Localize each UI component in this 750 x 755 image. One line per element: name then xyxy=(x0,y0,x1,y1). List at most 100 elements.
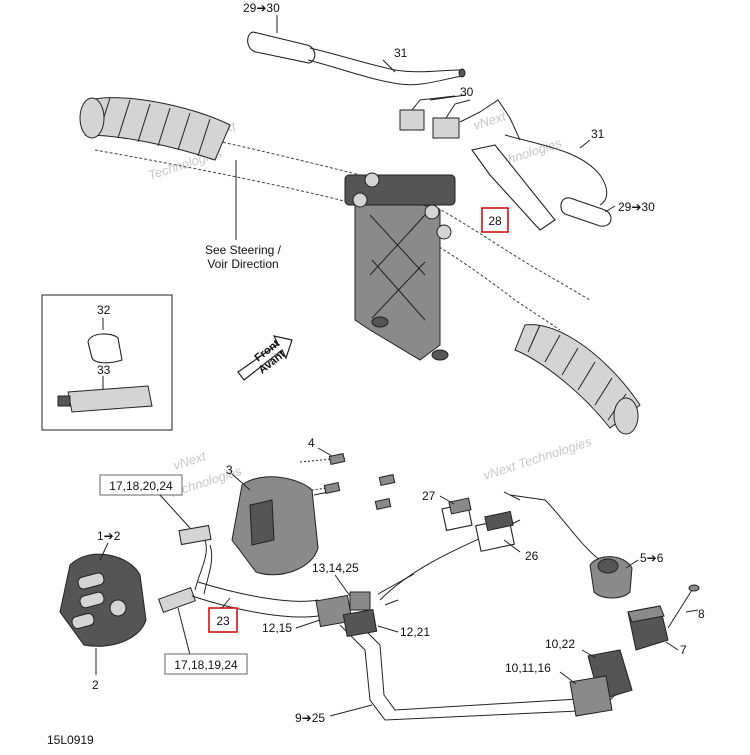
switch-connectors xyxy=(157,524,213,614)
box-17-18-20-24 xyxy=(99,474,183,496)
watermark-right-vnext: vNext xyxy=(471,108,509,133)
label-2: 2 xyxy=(92,678,99,692)
switch-knob xyxy=(109,599,127,617)
label-17-18-19-24: 17,18,19,24 xyxy=(174,658,238,672)
screw-axis-a xyxy=(299,458,333,463)
leader-4 xyxy=(317,447,333,457)
highlight-box-23 xyxy=(208,607,238,633)
leader-27 xyxy=(439,495,455,505)
heater-wire-31-right xyxy=(504,134,608,206)
label-30: 30 xyxy=(460,85,474,99)
leader-7 xyxy=(665,641,679,651)
heater-wire-end xyxy=(458,68,466,78)
label-1-2: 1➔2 xyxy=(97,529,121,543)
label-28: 28 xyxy=(488,214,502,228)
label-3: 3 xyxy=(226,463,233,477)
connector-26-top xyxy=(484,510,514,532)
handlebar-tube-bottom xyxy=(94,149,561,331)
heater-element-right xyxy=(471,134,616,231)
right-grip-end xyxy=(613,397,639,435)
connector-set-30 xyxy=(399,94,521,141)
leader-13-14-25 xyxy=(334,574,351,597)
label-31-top: 31 xyxy=(394,46,408,60)
label-10-11-16: 10,11,16 xyxy=(505,661,551,675)
part-33-tube xyxy=(67,385,153,413)
part-7-top xyxy=(627,605,665,623)
leader-17-18-19-24 xyxy=(177,607,191,656)
screw-4-a xyxy=(328,453,346,465)
switch-5-6-knob xyxy=(597,558,619,574)
heater-wire-top-a xyxy=(309,47,461,73)
switch-button-a xyxy=(77,572,105,590)
leader-arrow-12-21 xyxy=(384,599,399,606)
leader-9-25 xyxy=(329,704,373,717)
label-7: 7 xyxy=(680,643,687,657)
part-33-cap xyxy=(57,395,71,407)
watermark-mid-vnext: vNext xyxy=(171,448,209,473)
part-32-clip xyxy=(87,333,123,364)
label-32: 32 xyxy=(97,303,111,317)
part-7-block xyxy=(627,605,679,651)
inset-box-32-33 xyxy=(41,294,173,431)
heater-element-top xyxy=(247,31,316,64)
heater-wire-top-b xyxy=(307,59,463,86)
pin-8-head xyxy=(688,584,700,592)
connector-27-top xyxy=(448,497,472,515)
label-29-30-top: 29➔30 xyxy=(243,1,280,15)
switch-5-6 xyxy=(589,556,639,599)
box-17-18-19-24 xyxy=(164,653,248,675)
connector-17-18-20-24 xyxy=(178,524,212,546)
module-10-11-16 xyxy=(569,675,613,717)
screw-4-c xyxy=(378,474,396,486)
label-5-6: 5➔6 xyxy=(640,551,664,565)
leader-17-18-20-24 xyxy=(159,494,191,529)
left-switch-assembly xyxy=(59,542,147,675)
pin-8 xyxy=(667,584,700,629)
leader-12-15 xyxy=(295,619,321,629)
heater-element-29-30-right xyxy=(560,197,612,227)
harness-branch-to-5-6 xyxy=(509,494,601,561)
label-9-25: 9➔25 xyxy=(295,711,325,725)
label-8: 8 xyxy=(698,607,705,621)
harness-wire-upper xyxy=(197,581,319,602)
diagram-code: 15L0919 xyxy=(47,733,94,747)
label-13-14-25: 13,14,25 xyxy=(312,561,359,575)
see-steering-text-2: Voir Direction xyxy=(207,257,278,271)
label-31-right: 31 xyxy=(591,127,605,141)
front-arrow-shape xyxy=(237,335,293,381)
label-26: 26 xyxy=(525,549,539,563)
leader-3 xyxy=(231,473,251,491)
screws-4 xyxy=(299,447,396,510)
label-12-15: 12,15 xyxy=(262,621,292,635)
arrow-to-26 xyxy=(377,573,415,595)
connector-13-14-25 xyxy=(349,591,371,611)
leader-8 xyxy=(685,609,699,613)
grip-heater-cable-top xyxy=(247,15,466,86)
leader-29-30-right xyxy=(604,205,616,213)
clamp-bolt-1 xyxy=(364,172,380,188)
left-grip-end xyxy=(79,97,105,139)
leader-23 xyxy=(221,597,231,609)
leader-12-21 xyxy=(377,625,399,633)
connector-30-wires xyxy=(411,95,521,141)
pin-8-shaft xyxy=(667,589,693,629)
label-33: 33 xyxy=(97,363,111,377)
leader-1-2 xyxy=(99,542,109,561)
front-direction-arrow xyxy=(237,335,293,381)
switch-button-b xyxy=(79,591,105,609)
connector-12-21 xyxy=(342,608,378,638)
screw-4-b xyxy=(323,482,341,494)
connector-30-a xyxy=(399,109,425,131)
housing-3 xyxy=(231,473,319,576)
housing-3-opening xyxy=(249,499,275,546)
see-steering-text-1: See Steering / xyxy=(205,243,282,257)
highlight-box-28 xyxy=(481,207,509,233)
leader-10-11-16 xyxy=(559,671,577,685)
leader-26 xyxy=(503,539,521,553)
label-23: 23 xyxy=(216,614,230,628)
label-12-21: 12,21 xyxy=(400,625,430,639)
harness-connectors xyxy=(295,573,415,638)
screw-4-d xyxy=(374,498,392,510)
